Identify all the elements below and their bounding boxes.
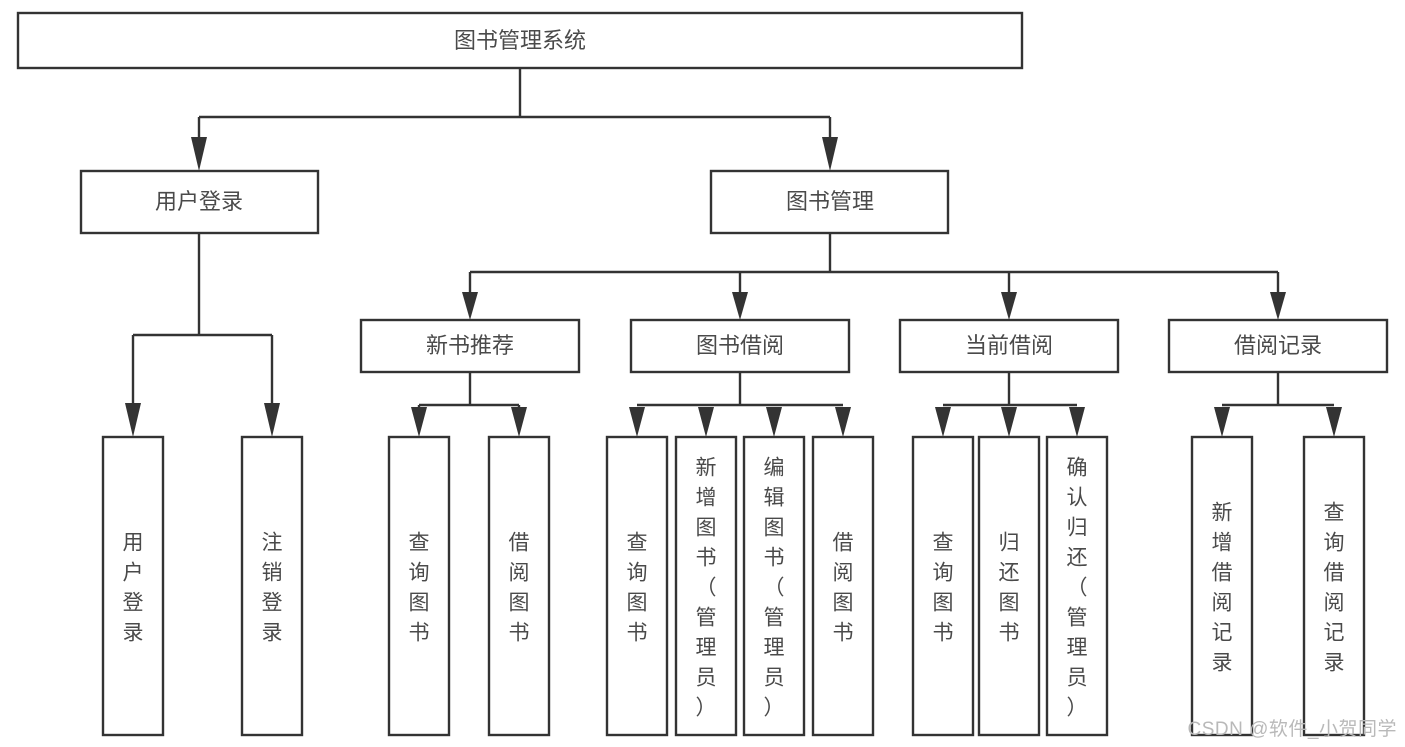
node-leaf-user-login[interactable]: 用户登录: [101, 435, 165, 737]
node-leaf-query-book-3[interactable]: 查询图书: [911, 435, 975, 737]
node-leaf-query-book-2-box[interactable]: [605, 435, 669, 737]
arrow-to-leaf-logout-login: [264, 403, 280, 437]
arrow-to-leaf-query-book-1: [411, 407, 427, 437]
arrow-to-leaf-borrow-book-1: [511, 407, 527, 437]
node-leaf-borrow-book-1-box[interactable]: [487, 435, 551, 737]
arrow-to-book-management: [822, 137, 838, 171]
node-leaf-query-book-2-label: 查询图书: [627, 531, 648, 644]
node-leaf-logout-login-label: 注销登录: [262, 531, 283, 644]
node-leaf-add-record-label: 新增借阅记录: [1212, 501, 1233, 674]
node-leaf-edit-book-label: 编辑图书（管理员）: [764, 456, 785, 719]
arrow-to-user-login: [191, 137, 207, 171]
node-leaf-query-record-label: 查询借阅记录: [1324, 501, 1345, 674]
node-leaf-borrow-book-2[interactable]: 借阅图书: [811, 435, 875, 737]
node-borrow-record[interactable]: 借阅记录: [1167, 318, 1389, 374]
arrow-to-leaf-user-login: [125, 403, 141, 437]
node-leaf-borrow-book-1-label: 借阅图书: [509, 531, 530, 644]
arrow-to-book-borrow: [732, 292, 748, 320]
arrow-to-leaf-edit-book: [766, 407, 782, 437]
node-leaf-edit-book[interactable]: 编辑图书（管理员）: [742, 435, 806, 737]
node-current-borrow-label: 当前借阅: [965, 333, 1053, 358]
node-leaf-borrow-book-2-label: 借阅图书: [833, 531, 854, 644]
connector-layer: [125, 68, 1342, 437]
node-root-box[interactable]: [16, 11, 1024, 70]
node-leaf-return-book-box[interactable]: [977, 435, 1041, 737]
node-leaf-query-book-2[interactable]: 查询图书: [605, 435, 669, 737]
node-leaf-add-record[interactable]: 新增借阅记录: [1190, 435, 1254, 737]
node-leaf-borrow-book-1[interactable]: 借阅图书: [487, 435, 551, 737]
node-leaf-add-record-box[interactable]: [1190, 435, 1254, 737]
node-leaf-query-book-3-box[interactable]: [911, 435, 975, 737]
node-new-book-recommend-box[interactable]: [359, 318, 581, 374]
node-leaf-confirm-return[interactable]: 确认归还（管理员）: [1045, 435, 1109, 737]
node-current-borrow[interactable]: 当前借阅: [898, 318, 1120, 374]
arrow-to-leaf-query-book-3: [935, 407, 951, 437]
arrow-to-leaf-add-record: [1214, 407, 1230, 437]
node-new-book-recommend-label: 新书推荐: [426, 333, 514, 358]
node-book-borrow-label: 图书借阅: [696, 333, 784, 358]
node-leaf-add-book-box[interactable]: [674, 435, 738, 737]
node-root-label: 图书管理系统: [454, 28, 586, 53]
node-leaf-return-book-label: 归还图书: [999, 531, 1020, 644]
node-user-login-label: 用户登录: [155, 189, 243, 214]
arrow-to-leaf-confirm-return: [1069, 407, 1085, 437]
node-leaf-query-book-1-box[interactable]: [387, 435, 451, 737]
node-leaf-query-book-1-label: 查询图书: [409, 531, 430, 644]
node-user-login-box[interactable]: [79, 169, 320, 235]
node-book-borrow-box[interactable]: [629, 318, 851, 374]
node-root[interactable]: 图书管理系统: [16, 11, 1024, 70]
node-leaf-query-record[interactable]: 查询借阅记录: [1302, 435, 1366, 737]
node-leaf-logout-login-box[interactable]: [240, 435, 304, 737]
node-leaf-return-book[interactable]: 归还图书: [977, 435, 1041, 737]
node-leaf-add-book-label: 新增图书（管理员）: [696, 456, 717, 719]
arrow-to-leaf-borrow-book-2: [835, 407, 851, 437]
arrow-to-new-book-recommend: [462, 292, 478, 320]
node-leaf-user-login-box[interactable]: [101, 435, 165, 737]
node-leaf-borrow-book-2-box[interactable]: [811, 435, 875, 737]
node-user-login[interactable]: 用户登录: [79, 169, 320, 235]
node-leaf-query-record-box[interactable]: [1302, 435, 1366, 737]
node-borrow-record-box[interactable]: [1167, 318, 1389, 374]
node-book-management-label: 图书管理: [786, 189, 874, 214]
node-leaf-query-book-1[interactable]: 查询图书: [387, 435, 451, 737]
node-book-management[interactable]: 图书管理: [709, 169, 950, 235]
node-leaf-confirm-return-label: 确认归还（管理员）: [1067, 456, 1088, 719]
arrow-to-leaf-add-book: [698, 407, 714, 437]
node-book-borrow[interactable]: 图书借阅: [629, 318, 851, 374]
node-leaf-add-book[interactable]: 新增图书（管理员）: [674, 435, 738, 737]
node-leaf-edit-book-box[interactable]: [742, 435, 806, 737]
node-leaf-query-book-3-label: 查询图书: [933, 531, 954, 644]
node-leaf-logout-login[interactable]: 注销登录: [240, 435, 304, 737]
arrow-to-leaf-query-book-2: [629, 407, 645, 437]
arrow-to-leaf-query-record: [1326, 407, 1342, 437]
arrow-to-current-borrow: [1001, 292, 1017, 320]
node-current-borrow-box[interactable]: [898, 318, 1120, 374]
node-leaf-user-login-label: 用户登录: [123, 531, 144, 644]
arrow-to-leaf-return-book: [1001, 407, 1017, 437]
node-new-book-recommend[interactable]: 新书推荐: [359, 318, 581, 374]
arrow-to-borrow-record: [1270, 292, 1286, 320]
node-book-management-box[interactable]: [709, 169, 950, 235]
node-borrow-record-label: 借阅记录: [1234, 333, 1322, 358]
node-leaf-confirm-return-box[interactable]: [1045, 435, 1109, 737]
